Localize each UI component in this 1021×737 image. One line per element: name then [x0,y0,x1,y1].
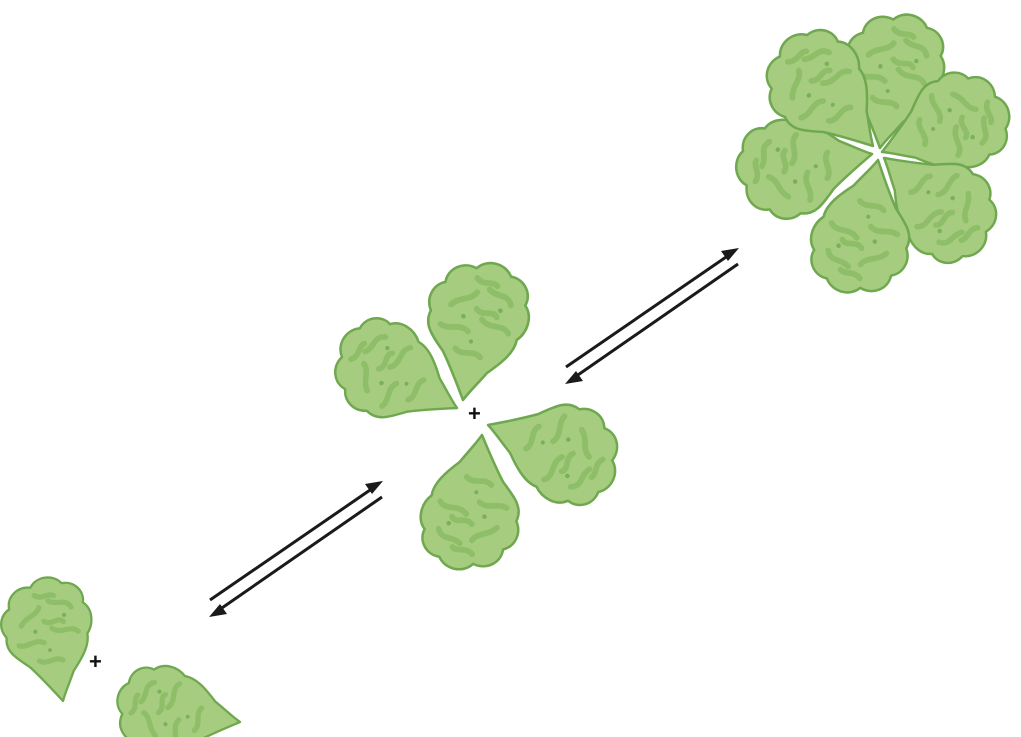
equilibrium-arrows-1 [209,481,383,617]
hexamer [729,5,1021,303]
tetramer: + [317,253,633,576]
plus-sign: + [468,401,481,426]
monomer-pair: + [0,570,246,737]
subunit-icon [110,660,246,737]
equilibrium-arrows-2 [565,248,739,384]
subunit-icon [0,570,107,711]
plus-sign: + [89,649,102,674]
